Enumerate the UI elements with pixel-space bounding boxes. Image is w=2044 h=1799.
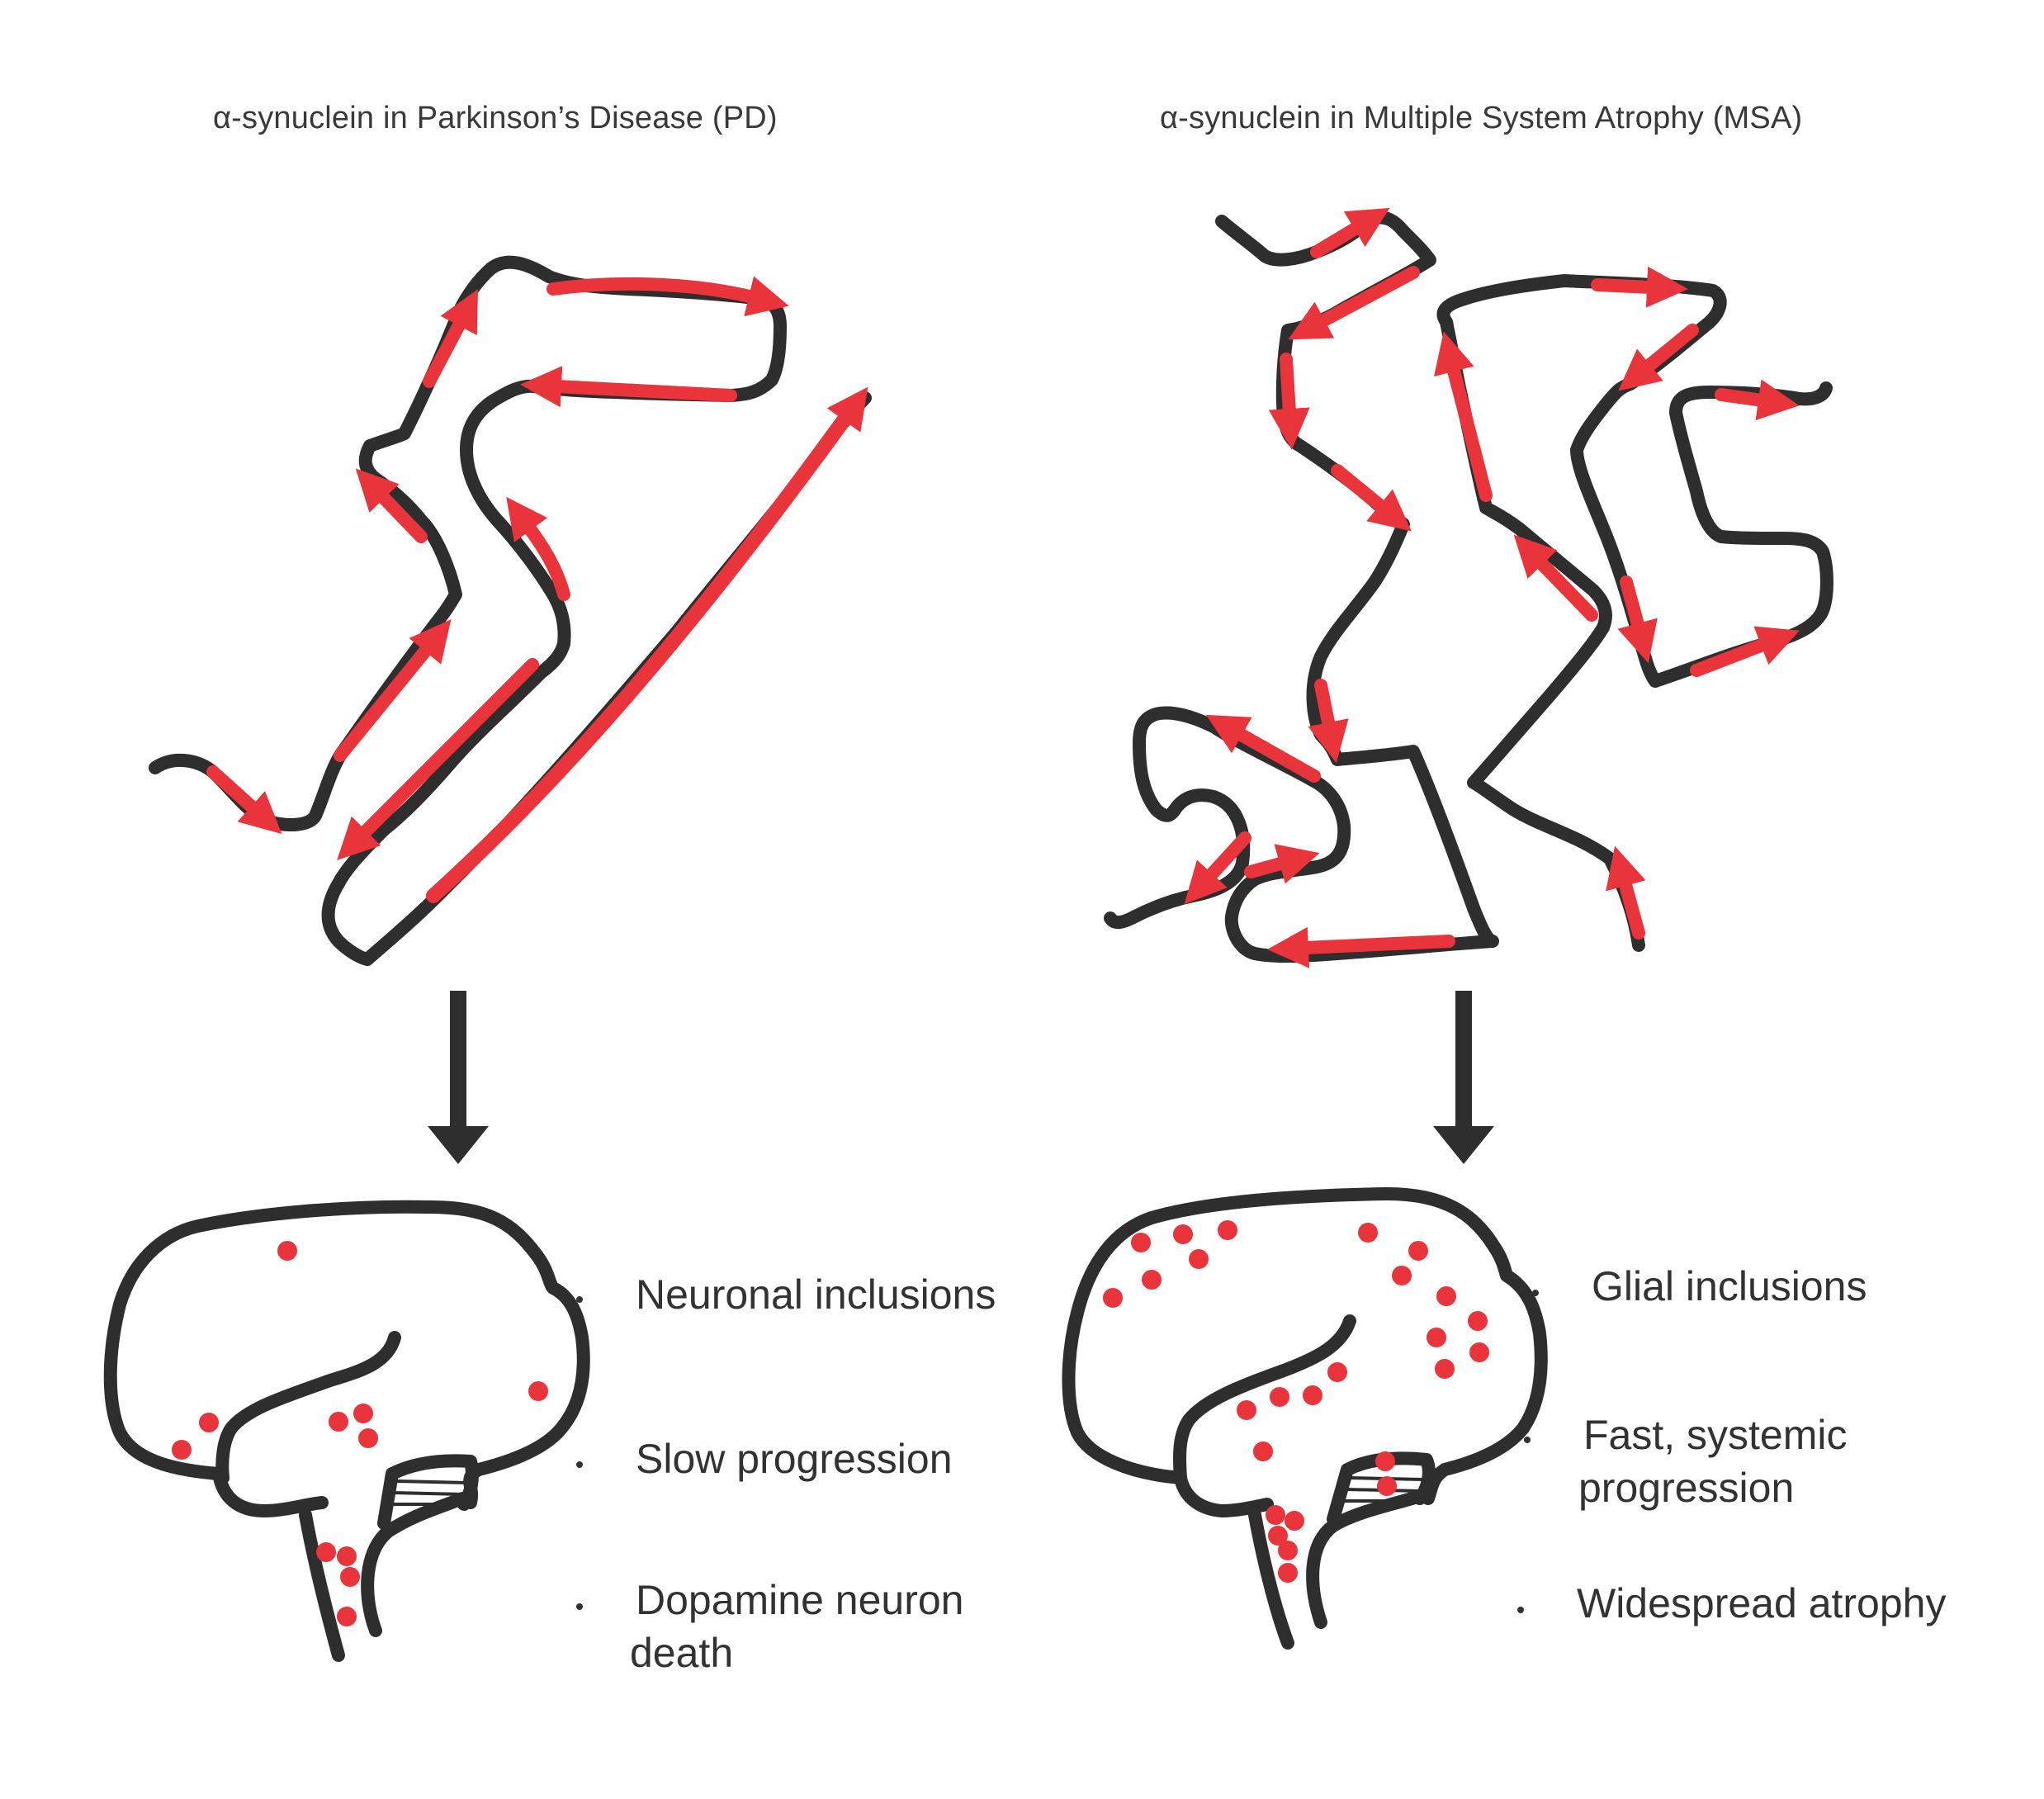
msa-brain-icon [1062,1187,1548,1650]
msa-bullet-dot [1517,1607,1524,1613]
pd-protein-fold [149,255,872,966]
msa-bullet-dot [1524,1437,1531,1443]
msa-bullet-dot [1532,1290,1539,1296]
msa-sheet-arrow [1205,714,1321,783]
msa-sheet-arrow [1288,266,1420,340]
msa-sheet-arrow [1331,464,1412,532]
pd-sheet-arrow [355,468,428,543]
msa-point-glial-inclusions: Glial inclusions [1592,1263,1867,1309]
msa-sheet-arrow [1244,844,1320,884]
msa-down-arrow [1433,991,1494,1164]
msa-sheet-arrow [1591,266,1688,308]
pd-sheet-arrow [520,366,737,408]
pd-sheet-arrow [334,619,452,762]
pd-sheet-arrow [546,276,789,317]
msa-sheet-arrow [1310,207,1390,258]
pd-sheet-arrow [337,658,539,860]
msa-title: α-synuclein in Multiple System Atrophy (… [1160,101,1803,135]
pd-protein-backbone [149,255,872,966]
pd-bullet-dot [576,1603,583,1610]
pd-brain-inclusions [172,1241,548,1626]
pd-point-slow-progression: Slow progression [636,1436,953,1482]
msa-sheet-arrow [1267,926,1455,968]
msa-protein-backbone [1104,211,1499,963]
pd-down-arrow [428,991,489,1164]
msa-sheet-arrow [1606,845,1646,940]
pd-sheet-arrow [506,496,570,601]
pd-sheet-arrow [423,289,479,388]
msa-sheet-arrow [1184,831,1251,905]
pd-title: α-synuclein in Parkinson’s Disease (PD) [213,101,778,135]
msa-point-progression: progression [1578,1465,1795,1511]
msa-point-widespread-atrophy: Widespread atrophy [1577,1580,1947,1626]
pd-point-death: death [630,1630,734,1676]
pd-bullet-dot [576,1296,583,1303]
pd-brain-icon [103,1200,590,1662]
msa-sheet-arrow [1715,379,1800,421]
msa-point-fast-systemic: Fast, systemic [1583,1412,1848,1458]
pd-sheet-arrow [426,386,868,903]
msa-sheet-arrow [1618,324,1699,391]
msa-sheet-arrow [1268,353,1310,450]
msa-sheet-arrow [1513,534,1598,622]
msa-protein-fold [1104,207,1833,968]
msa-sheet-arrow [1617,575,1658,664]
pd-bullet-dot [576,1461,583,1468]
msa-sheet-arrow [1308,679,1349,764]
msa-sheet-arrow [1434,331,1493,502]
msa-sheet-arrow [1690,626,1800,677]
msa-brain-inclusions [1103,1220,1489,1583]
pd-sheet-arrow [206,765,282,835]
pd-point-neuronal-inclusions: Neuronal inclusions [636,1271,996,1318]
pd-point-dopamine-neuron: Dopamine neuron [636,1577,964,1623]
